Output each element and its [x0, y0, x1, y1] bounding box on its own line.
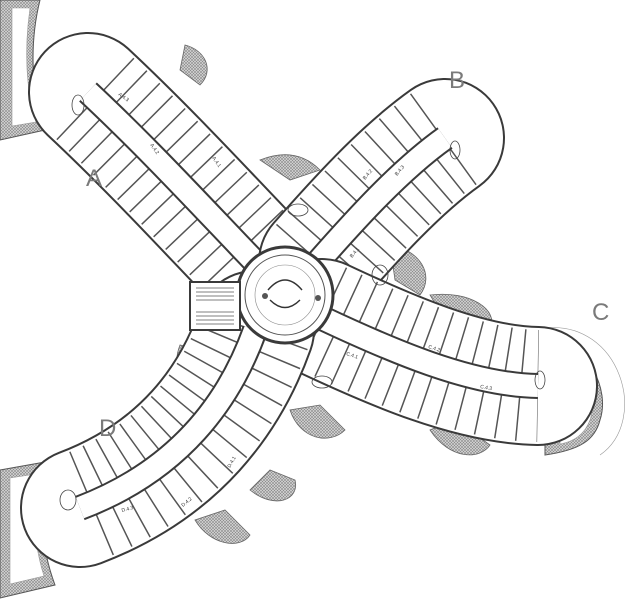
- wing-b: [258, 78, 505, 322]
- room-code: A.4.1: [210, 156, 222, 169]
- room-code: A.4.3: [117, 92, 130, 104]
- wing-a: [28, 32, 315, 322]
- central-rotunda: [235, 245, 335, 345]
- wing-d: [20, 270, 315, 568]
- wing-label-d: D: [99, 415, 116, 442]
- room-code: D.4.3: [121, 505, 134, 514]
- wing-label-a: A: [86, 165, 102, 192]
- room-code: D.4.1: [227, 455, 238, 469]
- corridor: [80, 83, 263, 270]
- room-code: C.4.3: [480, 384, 493, 392]
- room-code: C.4.1: [345, 351, 358, 360]
- room-code: A.4.2: [148, 143, 160, 156]
- wings: [20, 32, 598, 568]
- wing-label-b: B: [449, 67, 465, 94]
- corridor: [76, 326, 266, 519]
- wing-label-c: C: [592, 299, 609, 326]
- room-code: C.4.2: [427, 344, 440, 353]
- corridor: [317, 308, 539, 397]
- wing-c: [262, 258, 598, 446]
- corridor: [309, 129, 452, 270]
- stairwell: [189, 281, 241, 331]
- lounge-furniture: [59, 94, 546, 511]
